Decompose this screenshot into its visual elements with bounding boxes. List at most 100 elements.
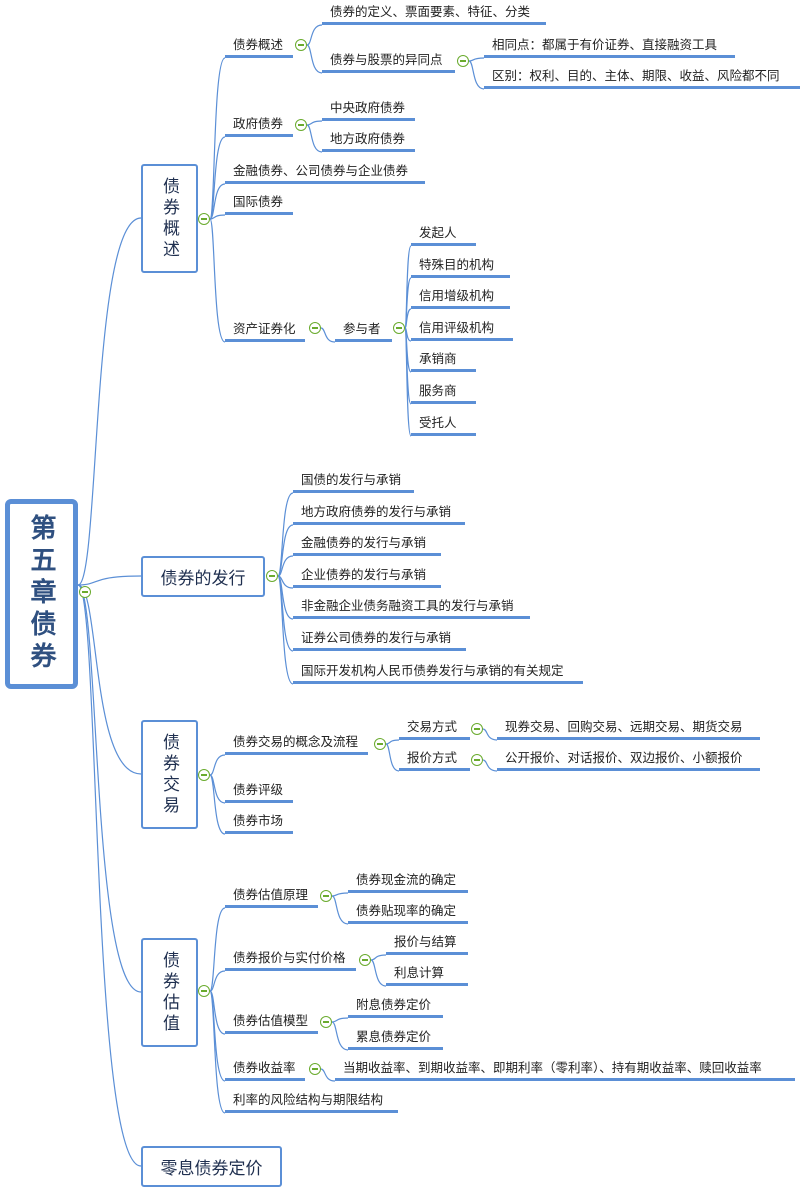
connector-line — [320, 327, 336, 343]
topic-zero-coupon-pricing[interactable]: 零息债券定价 — [141, 1146, 282, 1187]
valuation-item[interactable]: 利息计算 — [386, 965, 468, 986]
node-bond-rating[interactable]: 债券评级 — [225, 782, 293, 803]
issuance-item[interactable]: 国际开发机构人民币债券发行与承销的有关规定 — [293, 663, 583, 684]
node-quote-mode[interactable]: 报价方式 — [399, 750, 470, 771]
issuance-item[interactable]: 国债的发行与承销 — [293, 472, 414, 493]
connector-line — [77, 584, 142, 775]
connector-line — [385, 739, 400, 745]
connector-line — [209, 970, 226, 992]
issuance-item[interactable]: 证券公司债券的发行与承销 — [293, 630, 466, 651]
connector-line — [209, 218, 226, 343]
connector-line — [306, 24, 323, 46]
node-overview[interactable]: 债券概述 — [225, 37, 293, 58]
connector-line — [306, 120, 323, 126]
topic-bond-issuance[interactable]: 债券的发行 — [141, 556, 265, 597]
node-yield-detail[interactable]: 当期收益率、到期收益率、即期利率（零利率）、持有期收益率、赎回收益率 — [335, 1060, 795, 1081]
valuation-item[interactable]: 债券贴现率的确定 — [348, 903, 468, 924]
participant-item[interactable]: 发起人 — [411, 225, 476, 246]
participant-item[interactable]: 特殊目的机构 — [411, 257, 510, 278]
connector-line — [331, 1017, 349, 1023]
collapse-icon[interactable] — [320, 1016, 332, 1028]
node-government-bonds[interactable]: 政府债券 — [225, 116, 293, 137]
node-trading-mode-detail[interactable]: 现券交易、回购交易、远期交易、期货交易 — [497, 719, 760, 740]
node-financial-corporate[interactable]: 金融债券、公司债券与企业债券 — [225, 163, 425, 184]
connector-line — [370, 954, 387, 961]
issuance-item[interactable]: 金融债券的发行与承销 — [293, 535, 441, 556]
connector-line — [277, 524, 294, 577]
issuance-item[interactable]: 非金融企业债务融资工具的发行与承销 — [293, 598, 530, 619]
valuation-item[interactable]: 报价与结算 — [386, 934, 468, 955]
connector-line — [77, 217, 142, 586]
issuance-item[interactable]: 地方政府债券的发行与承销 — [293, 504, 465, 525]
node-bond-vs-stock[interactable]: 债券与股票的异同点 — [322, 52, 455, 73]
collapse-icon[interactable] — [295, 119, 307, 131]
topic-bond-trading[interactable]: 债券交易 — [141, 720, 198, 829]
connector-line — [77, 584, 142, 1167]
node-similarity[interactable]: 相同点：都属于有价证券、直接融资工具 — [484, 37, 735, 58]
node-international[interactable]: 国际债券 — [225, 194, 293, 215]
node-securitization[interactable]: 资产证券化 — [225, 321, 305, 342]
collapse-icon[interactable] — [393, 322, 405, 334]
collapse-icon[interactable] — [295, 39, 307, 51]
node-trading-mode[interactable]: 交易方式 — [399, 719, 470, 740]
connector-line — [468, 60, 485, 90]
connector-line — [320, 1068, 336, 1082]
node-valuation-model[interactable]: 债券估值模型 — [225, 1013, 318, 1034]
connector-line — [404, 308, 412, 329]
collapse-icon[interactable] — [266, 570, 278, 582]
node-difference[interactable]: 区别：权利、目的、主体、期限、收益、风险都不同 — [484, 68, 800, 89]
participant-item[interactable]: 信用评级机构 — [411, 320, 513, 341]
node-valuation-principle[interactable]: 债券估值原理 — [225, 887, 318, 908]
valuation-item[interactable]: 债券现金流的确定 — [348, 872, 468, 893]
participant-item[interactable]: 受托人 — [411, 415, 476, 436]
collapse-icon[interactable] — [374, 738, 386, 750]
connector-line — [277, 575, 294, 685]
node-quote-and-price[interactable]: 债券报价与实付价格 — [225, 950, 356, 971]
node-bond-market[interactable]: 债券市场 — [225, 813, 293, 834]
valuation-item[interactable]: 累息债券定价 — [348, 1029, 443, 1050]
collapse-icon[interactable] — [457, 55, 469, 67]
node-quote-mode-detail[interactable]: 公开报价、对话报价、双边报价、小额报价 — [497, 750, 760, 771]
collapse-icon[interactable] — [309, 1063, 321, 1075]
issuance-item[interactable]: 企业债券的发行与承销 — [293, 567, 441, 588]
collapse-icon[interactable] — [359, 954, 371, 966]
connector-line — [370, 959, 387, 987]
connector-line — [331, 1021, 349, 1051]
connector-line — [331, 892, 349, 897]
collapse-icon[interactable] — [320, 890, 332, 902]
node-bond-yield[interactable]: 债券收益率 — [225, 1060, 305, 1081]
connector-line — [209, 754, 226, 776]
connector-line — [209, 214, 226, 220]
connector-line — [209, 990, 226, 1114]
connector-line — [331, 895, 349, 925]
collapse-icon[interactable] — [198, 769, 210, 781]
node-local-gov[interactable]: 地方政府债券 — [322, 131, 415, 152]
collapse-icon[interactable] — [198, 985, 210, 997]
node-central-gov[interactable]: 中央政府债券 — [322, 100, 415, 121]
valuation-item[interactable]: 附息债券定价 — [348, 997, 443, 1018]
connector-line — [306, 44, 323, 74]
collapse-icon[interactable] — [309, 322, 321, 334]
topic-bond-valuation[interactable]: 债券估值 — [141, 938, 198, 1047]
node-rate-structure[interactable]: 利率的风险结构与期限结构 — [225, 1092, 398, 1113]
collapse-icon[interactable] — [471, 723, 483, 735]
connector-line — [77, 575, 142, 586]
collapse-icon[interactable] — [471, 754, 483, 766]
connector-line — [209, 907, 226, 992]
connector-line — [77, 584, 142, 993]
node-participants[interactable]: 参与者 — [335, 321, 392, 342]
node-trading-concept[interactable]: 债券交易的概念及流程 — [225, 734, 368, 755]
node-definition[interactable]: 债券的定义、票面要素、特征、分类 — [322, 4, 546, 25]
collapse-icon[interactable] — [79, 586, 91, 598]
participant-item[interactable]: 服务商 — [411, 383, 476, 404]
connector-line — [209, 183, 226, 220]
connector-line — [468, 57, 485, 62]
topic-bond-overview[interactable]: 债券概述 — [141, 164, 198, 273]
root-topic[interactable]: 第五章债券 — [5, 499, 78, 689]
connector-line — [482, 728, 498, 741]
collapse-icon[interactable] — [198, 213, 210, 225]
participant-item[interactable]: 承销商 — [411, 351, 476, 372]
participant-item[interactable]: 信用增级机构 — [411, 288, 510, 309]
